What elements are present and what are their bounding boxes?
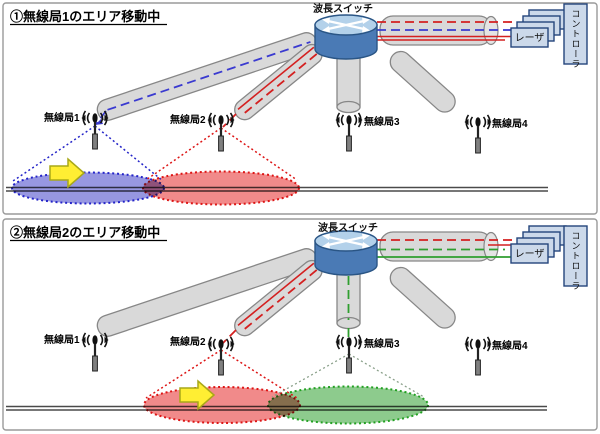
controller-box: コントローラ — [563, 225, 588, 291]
drop-line-red — [222, 329, 237, 344]
station-label-1: 無線局1 — [44, 111, 80, 124]
laser-label: レーザ — [515, 248, 545, 260]
panel-1: 波長スイッチ レーザ コントローラ 無線局1 無線局2 無線局3 無線局4 ①無… — [2, 2, 598, 215]
laser-stack: レーザ — [510, 225, 567, 264]
fiber-tube-laser — [377, 231, 512, 262]
movement-arrow-icon — [179, 379, 216, 411]
panel-1-border — [2, 2, 598, 215]
laser-label: レーザ — [515, 32, 545, 44]
panel-2: 波長スイッチ レーザ コントローラ 無線局1 無線局2 無線局3 無線局4 ②無… — [2, 218, 598, 431]
blue-arrowhead-icon — [95, 119, 103, 125]
wavelength-switch-icon — [313, 229, 379, 277]
station-label-2: 無線局2 — [170, 113, 206, 126]
coverage-ellipse-blue — [11, 171, 165, 205]
beam-cone-red — [145, 127, 298, 181]
fiber-tube-station2 — [234, 259, 323, 337]
beam-cone-green — [271, 353, 425, 398]
station-label-3: 無線局3 — [364, 115, 400, 128]
station-label-4: 無線局4 — [492, 117, 528, 130]
fiber-tube-station4 — [389, 50, 456, 113]
station-label-1: 無線局1 — [44, 333, 80, 346]
panel-1-title: ①無線局1のエリア移動中 — [10, 9, 160, 24]
panel-2-title: ②無線局2のエリア移動中 — [10, 225, 160, 240]
wavelength-switch-label: 波長スイッチ — [318, 221, 378, 234]
controller-label: コントローラ — [571, 9, 581, 69]
coverage-ellipse-red — [142, 170, 300, 206]
wavelength-switch-icon — [313, 13, 379, 61]
fiber-tube-laser — [377, 15, 512, 46]
station-label-4: 無線局4 — [492, 339, 528, 352]
controller-label: コントローラ — [571, 231, 581, 291]
coverage-ellipse-green — [267, 385, 429, 425]
station-label-2: 無線局2 — [170, 335, 206, 348]
drop-line-red — [222, 113, 237, 128]
panel-2-border — [2, 218, 598, 431]
wavelength-switch-label: 波長スイッチ — [313, 2, 373, 15]
beam-cone-blue — [12, 125, 164, 182]
controller-box: コントローラ — [563, 3, 588, 69]
drop-line-blue — [95, 110, 107, 125]
laser-stack: レーザ — [510, 9, 567, 48]
movement-arrow-icon — [49, 157, 86, 189]
fiber-tube-station4 — [389, 266, 456, 329]
station-label-3: 無線局3 — [364, 337, 400, 350]
